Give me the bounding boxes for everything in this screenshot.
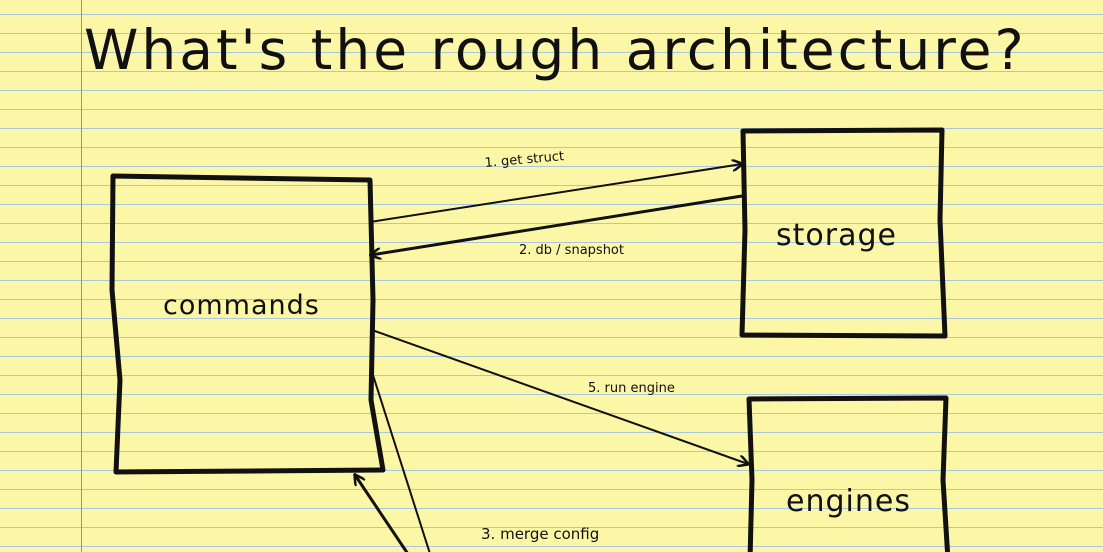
run-engine-label: 5. run engine	[588, 381, 675, 396]
get-struct-arrow	[369, 164, 742, 223]
notebook-margin-line	[81, 0, 82, 552]
page-title: What's the rough architecture?	[84, 18, 1027, 82]
storage-box	[739, 127, 948, 339]
engines-label: engines	[786, 484, 911, 519]
merge-config-line	[371, 371, 431, 552]
merge-config-arrow	[355, 475, 409, 552]
db-snapshot-arrow	[371, 194, 743, 255]
run-engine-arrow	[371, 329, 748, 464]
db-snapshot-label: 2. db / snapshot	[519, 243, 624, 258]
commands-label: commands	[163, 290, 320, 321]
storage-label: storage	[776, 218, 897, 253]
merge-config-label: 3. merge config	[481, 525, 600, 543]
engines-box	[746, 395, 951, 552]
commands-box	[109, 173, 386, 475]
